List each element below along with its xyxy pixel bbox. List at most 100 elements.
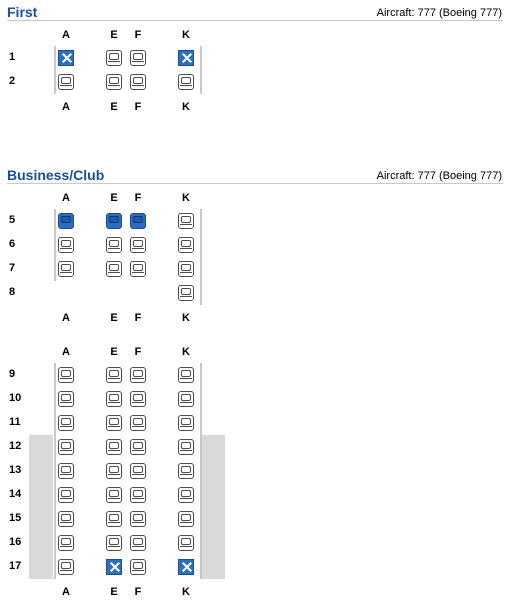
row-number: 2 (9, 75, 16, 87)
cabin-wall-left (54, 209, 56, 281)
seat-12A[interactable] (58, 439, 74, 455)
seat-6A[interactable] (58, 237, 74, 253)
seat-16F[interactable] (130, 535, 146, 551)
seat-12E[interactable] (106, 439, 122, 455)
row-number: 10 (9, 392, 22, 404)
column-header: F (134, 192, 142, 204)
seat-7K[interactable] (178, 261, 194, 277)
exit-row-band-left (29, 435, 53, 579)
seat-5K[interactable] (178, 213, 194, 229)
cabin-wall-left (54, 363, 56, 579)
seat-17A[interactable] (58, 559, 74, 575)
row-number: 8 (9, 286, 16, 298)
seat-9E[interactable] (106, 367, 122, 383)
seat-10K[interactable] (178, 391, 194, 407)
seat-7F[interactable] (130, 261, 146, 277)
row-number: 16 (9, 536, 22, 548)
seat-6F[interactable] (130, 237, 146, 253)
seat-1E[interactable] (106, 50, 122, 66)
seat-17E (106, 559, 122, 575)
column-footer: E (110, 312, 118, 324)
seat-1K (178, 50, 194, 66)
seat-15K[interactable] (178, 511, 194, 527)
column-footer: F (134, 101, 142, 113)
seat-9K[interactable] (178, 367, 194, 383)
seat-13F[interactable] (130, 463, 146, 479)
seat-16E[interactable] (106, 535, 122, 551)
seat-15A[interactable] (58, 511, 74, 527)
seat-1A (58, 50, 74, 66)
seat-17K (178, 559, 194, 575)
seat-16K[interactable] (178, 535, 194, 551)
row-number: 5 (9, 214, 16, 226)
seat-13E[interactable] (106, 463, 122, 479)
seat-10A[interactable] (58, 391, 74, 407)
row-number: 12 (9, 440, 22, 452)
column-header: K (182, 346, 190, 358)
row-number: 1 (9, 51, 16, 63)
seat-10E[interactable] (106, 391, 122, 407)
seat-11E[interactable] (106, 415, 122, 431)
column-footer: K (182, 586, 190, 598)
column-footer: A (62, 312, 70, 324)
seat-14K[interactable] (178, 487, 194, 503)
seat-5F[interactable] (130, 213, 146, 229)
cabin-wall-right (200, 209, 202, 305)
row-number: 14 (9, 488, 22, 500)
seat-17F[interactable] (130, 559, 146, 575)
seat-8K[interactable] (178, 285, 194, 301)
row-number: 11 (9, 416, 21, 428)
seat-15F[interactable] (130, 511, 146, 527)
seat-11F[interactable] (130, 415, 146, 431)
column-footer: A (62, 101, 70, 113)
seat-13A[interactable] (58, 463, 74, 479)
seat-9A[interactable] (58, 367, 74, 383)
column-header: K (182, 29, 190, 41)
seat-11A[interactable] (58, 415, 74, 431)
seat-7A[interactable] (58, 261, 74, 277)
seat-5A[interactable] (58, 213, 74, 229)
row-number: 17 (9, 560, 22, 572)
section-title: Business/Club (7, 167, 105, 183)
seat-7E[interactable] (106, 261, 122, 277)
seat-12F[interactable] (130, 439, 146, 455)
column-footer: E (110, 586, 118, 598)
cabin-wall-left (54, 46, 56, 94)
seat-6K[interactable] (178, 237, 194, 253)
column-header: E (110, 192, 118, 204)
seat-10F[interactable] (130, 391, 146, 407)
column-footer: F (134, 312, 142, 324)
column-header: F (134, 346, 142, 358)
seat-1F[interactable] (130, 50, 146, 66)
column-header: E (110, 346, 118, 358)
seat-16A[interactable] (58, 535, 74, 551)
seat-11K[interactable] (178, 415, 194, 431)
seat-9F[interactable] (130, 367, 146, 383)
cabin-wall-right (200, 46, 202, 94)
column-footer: K (182, 101, 190, 113)
seat-14E[interactable] (106, 487, 122, 503)
row-number: 6 (9, 238, 16, 250)
seat-2A[interactable] (58, 74, 74, 90)
column-header: A (62, 29, 70, 41)
seat-15E[interactable] (106, 511, 122, 527)
section-divider (7, 20, 503, 21)
column-footer: E (110, 101, 118, 113)
seat-6E[interactable] (106, 237, 122, 253)
column-header: A (62, 346, 70, 358)
column-footer: K (182, 312, 190, 324)
seat-2F[interactable] (130, 74, 146, 90)
seat-5E[interactable] (106, 213, 122, 229)
seat-14A[interactable] (58, 487, 74, 503)
seat-13K[interactable] (178, 463, 194, 479)
seat-2E[interactable] (106, 74, 122, 90)
row-number: 13 (9, 464, 22, 476)
seat-14F[interactable] (130, 487, 146, 503)
column-header: E (110, 29, 118, 41)
seat-12K[interactable] (178, 439, 194, 455)
seat-2K[interactable] (178, 74, 194, 90)
cabin-wall-right (200, 363, 202, 579)
section-title: First (7, 4, 38, 20)
row-number: 9 (9, 368, 16, 380)
row-number: 7 (9, 262, 16, 274)
